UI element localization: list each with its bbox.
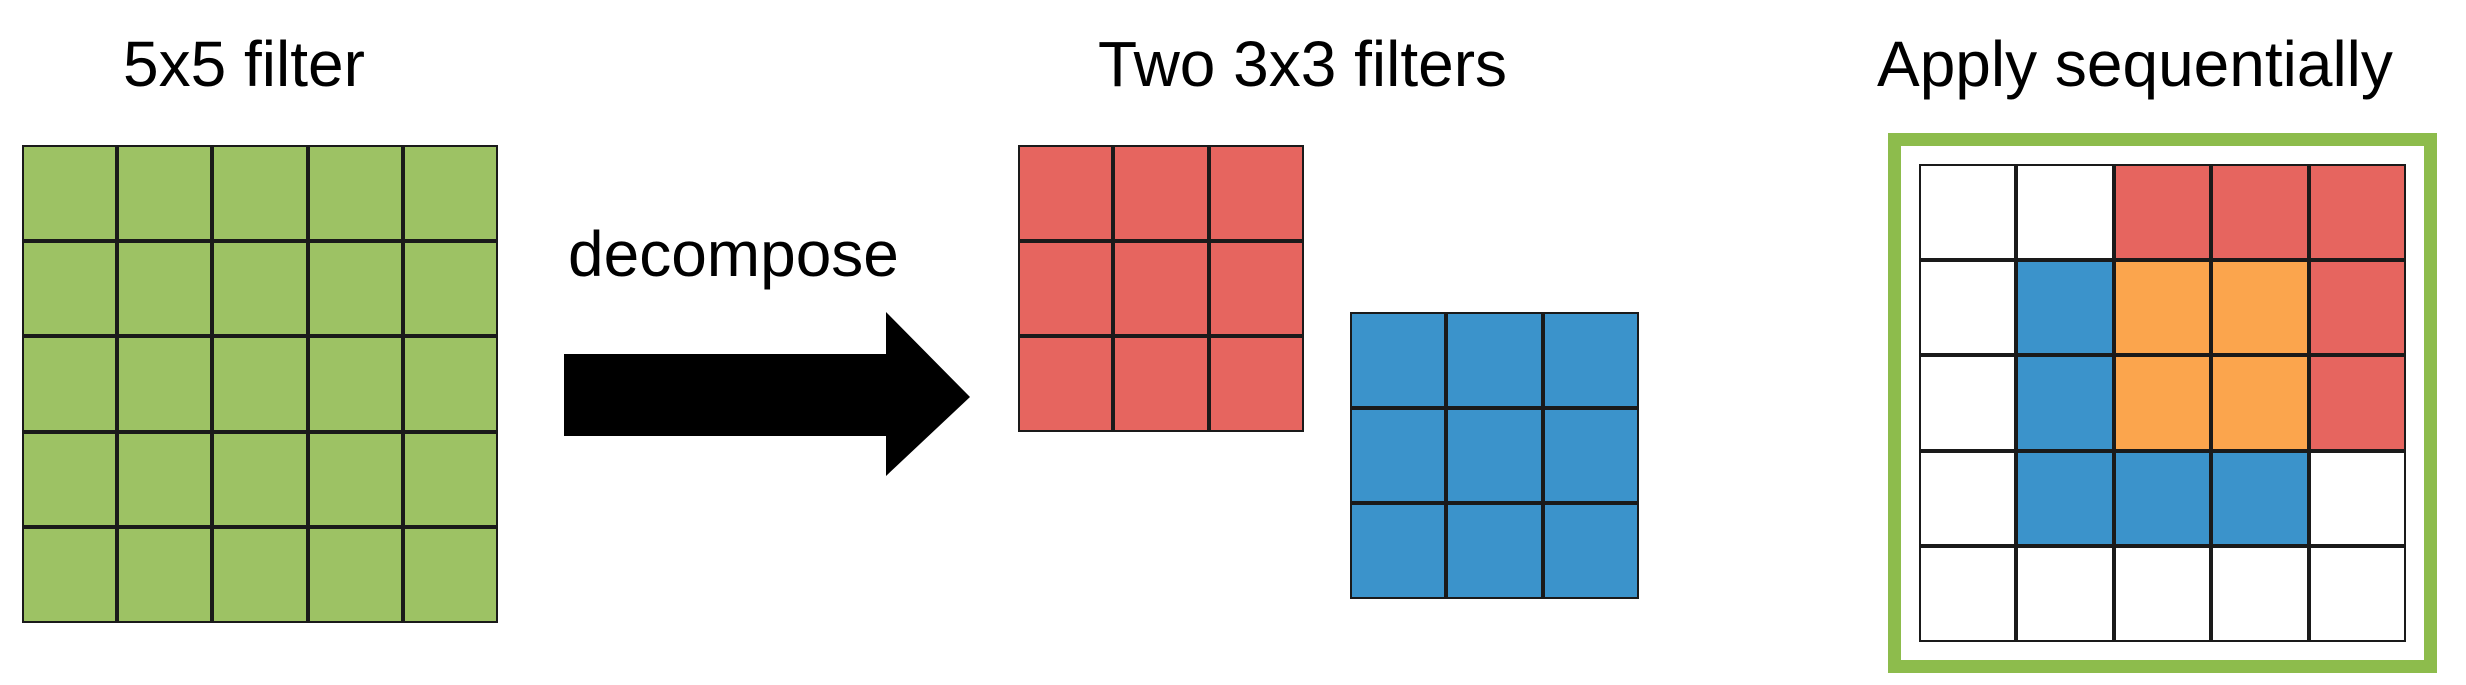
grid-cell-white bbox=[1919, 546, 2017, 642]
grid-cell-white bbox=[2113, 546, 2212, 642]
title-apply-sequentially: Apply sequentially bbox=[1877, 28, 2393, 100]
grid-cell-green bbox=[402, 527, 498, 623]
grid-cell-blue bbox=[2211, 450, 2309, 547]
grid-cell-green bbox=[212, 240, 308, 337]
grid-cell-green bbox=[212, 527, 308, 623]
grid-cell-red bbox=[2211, 164, 2309, 260]
grid-cell-blue bbox=[2113, 450, 2212, 547]
grid-cell-green bbox=[117, 431, 213, 528]
grid-cell-red bbox=[1208, 240, 1304, 337]
grid-cell-orange bbox=[2211, 259, 2309, 356]
filter-3x3-red-grid bbox=[1018, 145, 1304, 432]
grid-cell-white bbox=[2308, 450, 2406, 547]
decompose-label: decompose bbox=[568, 218, 899, 290]
grid-cell-green bbox=[212, 431, 308, 528]
grid-cell-orange bbox=[2113, 259, 2212, 356]
grid-cell-green bbox=[307, 527, 403, 623]
grid-cell-green bbox=[212, 145, 308, 241]
grid-cell-blue bbox=[2016, 259, 2114, 356]
grid-cell-blue bbox=[1446, 407, 1543, 504]
grid-cell-red bbox=[1113, 145, 1209, 241]
grid-cell-red bbox=[1018, 336, 1114, 432]
grid-cell-green bbox=[22, 527, 118, 623]
grid-cell-green bbox=[402, 240, 498, 337]
grid-cell-green bbox=[307, 145, 403, 241]
grid-cell-green bbox=[22, 240, 118, 337]
grid-cell-blue bbox=[2016, 355, 2114, 451]
grid-cell-red bbox=[2308, 355, 2406, 451]
apply-sequentially-grid bbox=[1888, 133, 2437, 673]
grid-cell-blue bbox=[1350, 312, 1447, 408]
grid-cell-white bbox=[1919, 259, 2017, 356]
grid-cell-blue bbox=[2016, 450, 2114, 547]
grid-cell-white bbox=[2016, 546, 2114, 642]
grid-cell-red bbox=[2308, 259, 2406, 356]
grid-cell-red bbox=[1208, 145, 1304, 241]
grid-cell-blue bbox=[1542, 503, 1639, 599]
grid-cell-white bbox=[2211, 546, 2309, 642]
grid-cell-red bbox=[2308, 164, 2406, 260]
filter-5x5-grid bbox=[22, 145, 498, 623]
grid-cell-green bbox=[117, 336, 213, 432]
grid-cell-blue bbox=[1542, 312, 1639, 408]
grid-cell-green bbox=[402, 431, 498, 528]
grid-cell-red bbox=[1113, 240, 1209, 337]
grid-cell-blue bbox=[1350, 407, 1447, 504]
grid-cell-green bbox=[307, 336, 403, 432]
grid-cell-green bbox=[22, 145, 118, 241]
title-5x5-filter: 5x5 filter bbox=[123, 28, 365, 100]
grid-cell-red bbox=[2113, 164, 2212, 260]
grid-cell-green bbox=[117, 145, 213, 241]
grid-cell-white bbox=[2308, 546, 2406, 642]
grid-cell-green bbox=[307, 431, 403, 528]
grid-cell-white bbox=[2016, 164, 2114, 260]
decompose-arrow-icon bbox=[564, 312, 970, 476]
grid-cell-white bbox=[1919, 164, 2017, 260]
grid-cell-white bbox=[1919, 355, 2017, 451]
grid-cell-red bbox=[1208, 336, 1304, 432]
grid-cell-red bbox=[1018, 145, 1114, 241]
grid-cell-orange bbox=[2113, 355, 2212, 451]
filter-3x3-blue-grid bbox=[1350, 312, 1639, 599]
grid-cell-green bbox=[402, 336, 498, 432]
grid-cell-white bbox=[1919, 450, 2017, 547]
grid-cell-green bbox=[117, 240, 213, 337]
grid-cell-red bbox=[1018, 240, 1114, 337]
grid-cell-blue bbox=[1446, 312, 1543, 408]
grid-cell-orange bbox=[2211, 355, 2309, 451]
grid-cell-green bbox=[117, 527, 213, 623]
title-two-3x3-filters: Two 3x3 filters bbox=[1098, 28, 1508, 100]
grid-cell-blue bbox=[1542, 407, 1639, 504]
grid-cell-green bbox=[22, 336, 118, 432]
grid-cell-green bbox=[212, 336, 308, 432]
grid-cell-blue bbox=[1350, 503, 1447, 599]
grid-cell-green bbox=[307, 240, 403, 337]
grid-cell-blue bbox=[1446, 503, 1543, 599]
grid-cell-red bbox=[1113, 336, 1209, 432]
grid-cell-green bbox=[402, 145, 498, 241]
grid-cell-green bbox=[22, 431, 118, 528]
